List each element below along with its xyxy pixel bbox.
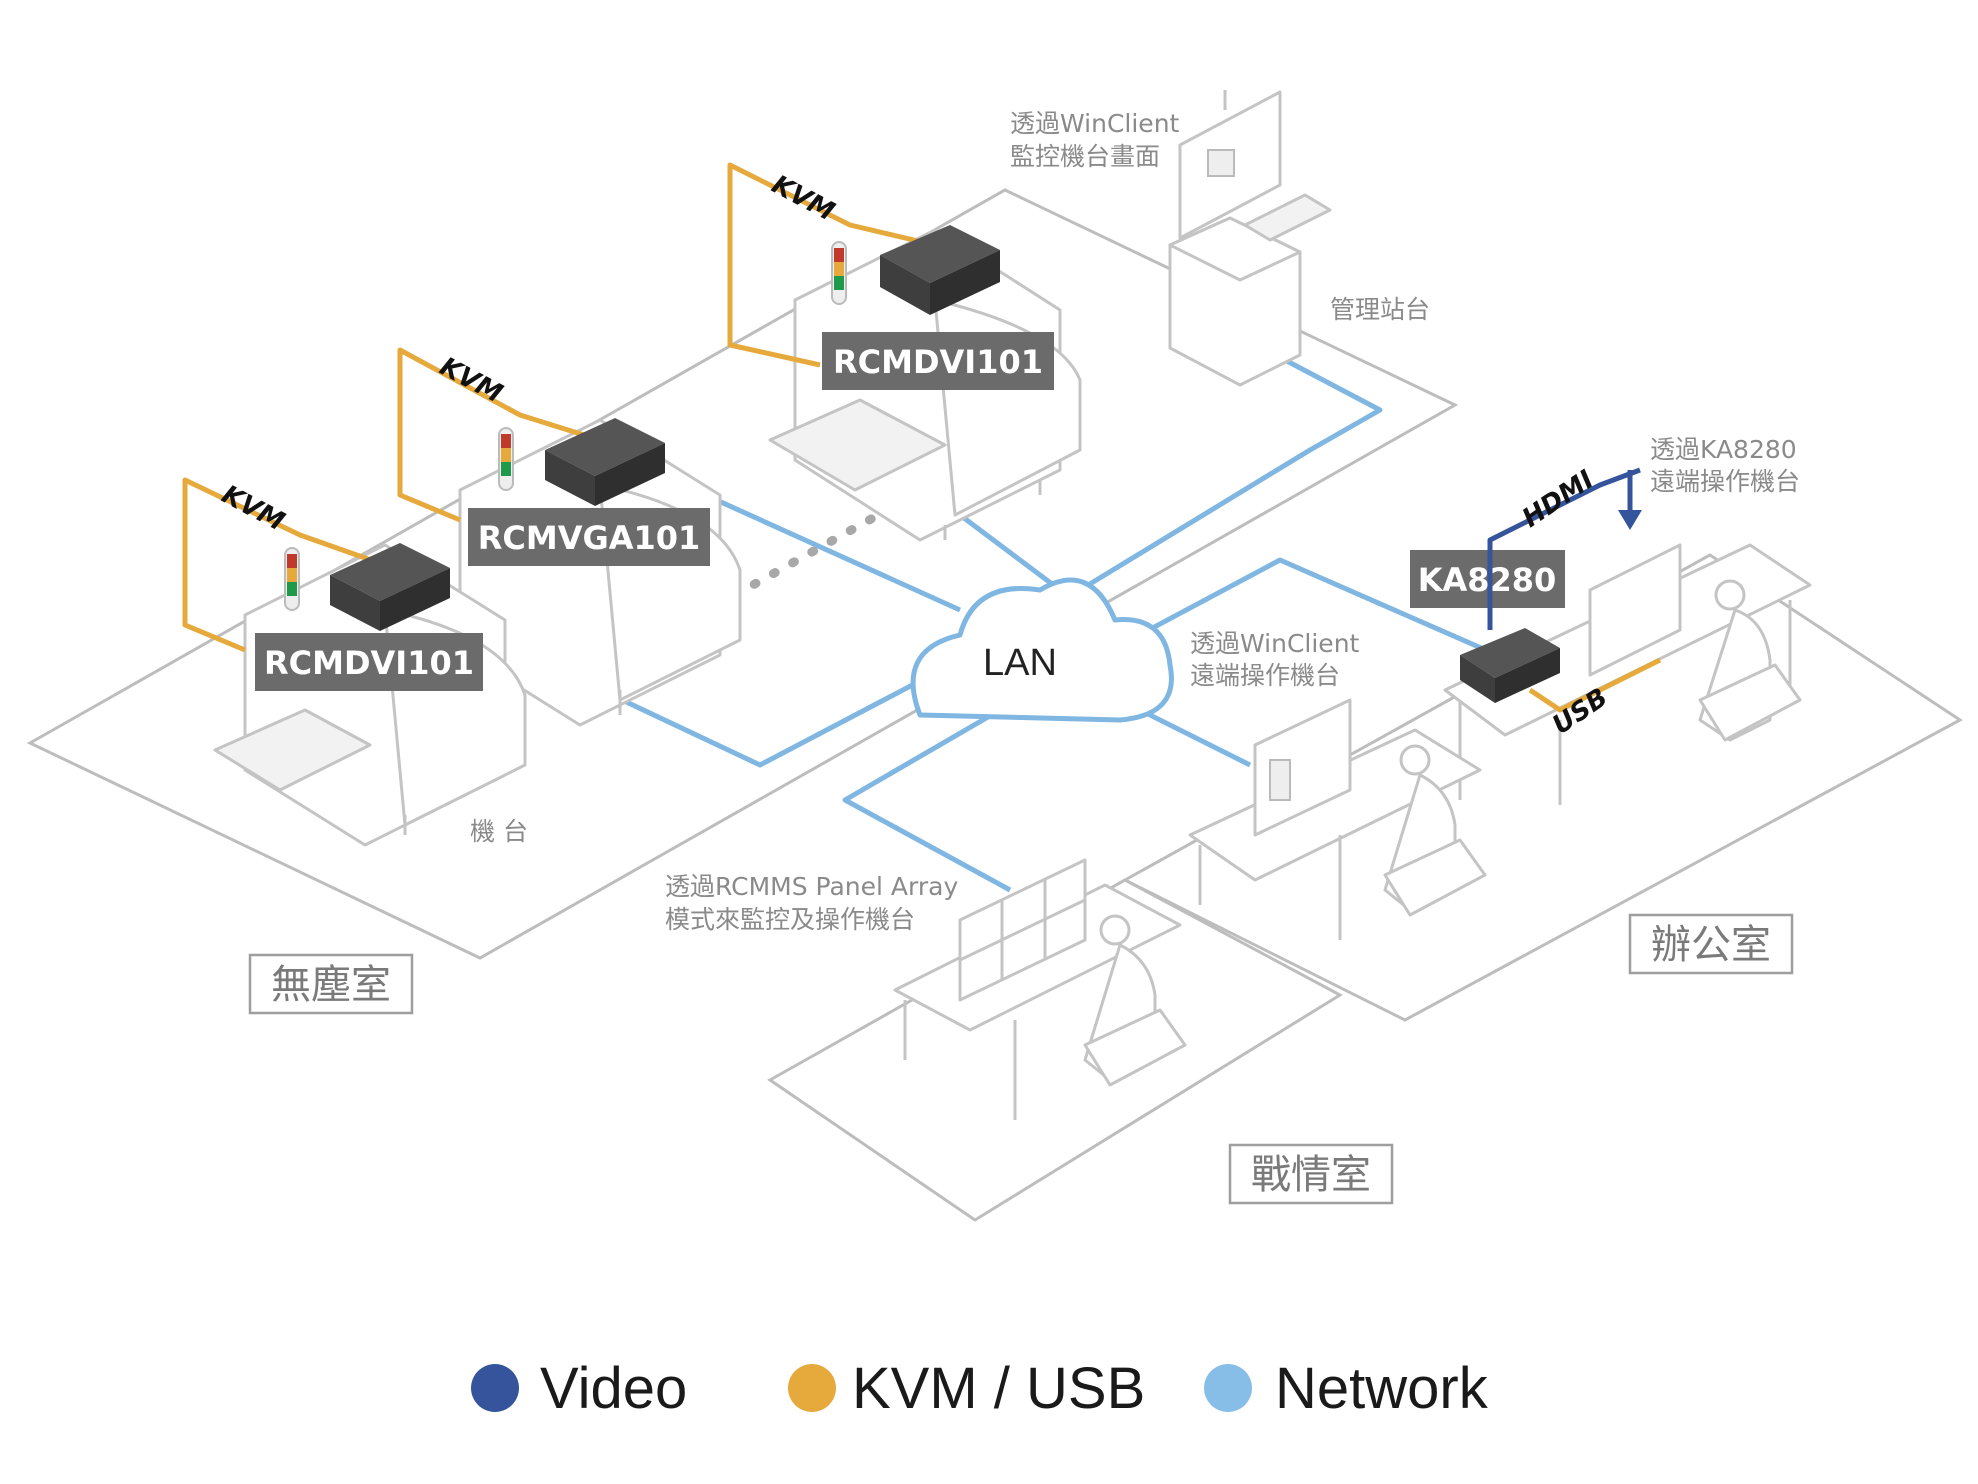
tag-rcmdvi101-left: RCMDVI101: [255, 633, 483, 691]
legend-swatch-video: [471, 1364, 519, 1412]
video-arrow: [1618, 470, 1642, 530]
svg-text:戰情室: 戰情室: [1251, 1152, 1371, 1198]
device-box-top: [880, 225, 1000, 315]
rcmms-line1: 透過RCMMS Panel Array: [665, 872, 958, 901]
ka8280-remote-line2: 遠端操作機台: [1650, 467, 1800, 496]
winclient-monitor-line1: 透過WinClient: [1010, 109, 1180, 138]
machine-label: 機 台: [470, 817, 528, 846]
hdmi-cable: [1487, 467, 1641, 630]
warroom-desk: [893, 858, 1187, 1120]
ka8280-remote-line1: 透過KA8280: [1650, 435, 1797, 464]
hdmi-label: HDMI: [1517, 465, 1599, 534]
management-station-label: 管理站台: [1330, 295, 1430, 324]
tag-rcmvga101: RCMVGA101: [468, 508, 710, 566]
legend-item-kvm-usb: KVM / USB: [788, 1356, 1145, 1421]
signal-tower-top: [831, 241, 847, 305]
signal-tower-left: [284, 547, 300, 611]
rcmms-line2: 模式來監控及操作機台: [665, 905, 915, 934]
winclient-remote-line1: 透過WinClient: [1190, 629, 1360, 658]
device-box-left: [330, 543, 450, 631]
legend-label-video: Video: [540, 1356, 687, 1421]
signal-tower-middle: [498, 427, 514, 491]
lan-cloud: LAN: [910, 577, 1174, 723]
svg-text:RCMDVI101: RCMDVI101: [264, 644, 474, 682]
office-desk-left: [1188, 698, 1487, 940]
legend-item-video: Video: [471, 1356, 687, 1421]
legend-swatch-network: [1204, 1364, 1252, 1412]
management-station: [1168, 90, 1332, 387]
kvm-label-middle: KVM: [435, 352, 508, 410]
tag-rcmdvi101-top: RCMDVI101: [822, 332, 1054, 390]
legend-item-network: Network: [1204, 1356, 1489, 1421]
legend-label-network: Network: [1275, 1356, 1489, 1421]
winclient-remote-line2: 遠端操作機台: [1190, 661, 1340, 690]
kvm-label-top: KVM: [767, 170, 840, 228]
office-desk-right: [1443, 543, 1812, 805]
kvm-cables: [182, 162, 936, 653]
svg-text:RCMDVI101: RCMDVI101: [833, 343, 1043, 381]
room-label-office: 辦公室: [1628, 913, 1794, 975]
legend: Video KVM / USB Network: [471, 1356, 1489, 1421]
machine-left: [213, 543, 527, 847]
ka8280-device: [1460, 628, 1560, 703]
svg-text:無塵室: 無塵室: [271, 962, 391, 1008]
lan-label: LAN: [983, 642, 1057, 684]
legend-label-kvm-usb: KVM / USB: [852, 1356, 1145, 1421]
kvm-label-left: KVM: [217, 480, 290, 538]
device-box-middle: [545, 418, 665, 506]
svg-text:RCMVGA101: RCMVGA101: [478, 519, 701, 557]
svg-text:KA8280: KA8280: [1418, 561, 1557, 599]
room-label-warroom: 戰情室: [1228, 1143, 1394, 1205]
usb-cable: [1528, 657, 1662, 713]
svg-text:辦公室: 辦公室: [1651, 922, 1771, 968]
room-label-cleanroom: 無塵室: [248, 953, 414, 1015]
legend-swatch-kvm-usb: [788, 1364, 836, 1412]
winclient-monitor-line2: 監控機台畫面: [1010, 142, 1160, 171]
